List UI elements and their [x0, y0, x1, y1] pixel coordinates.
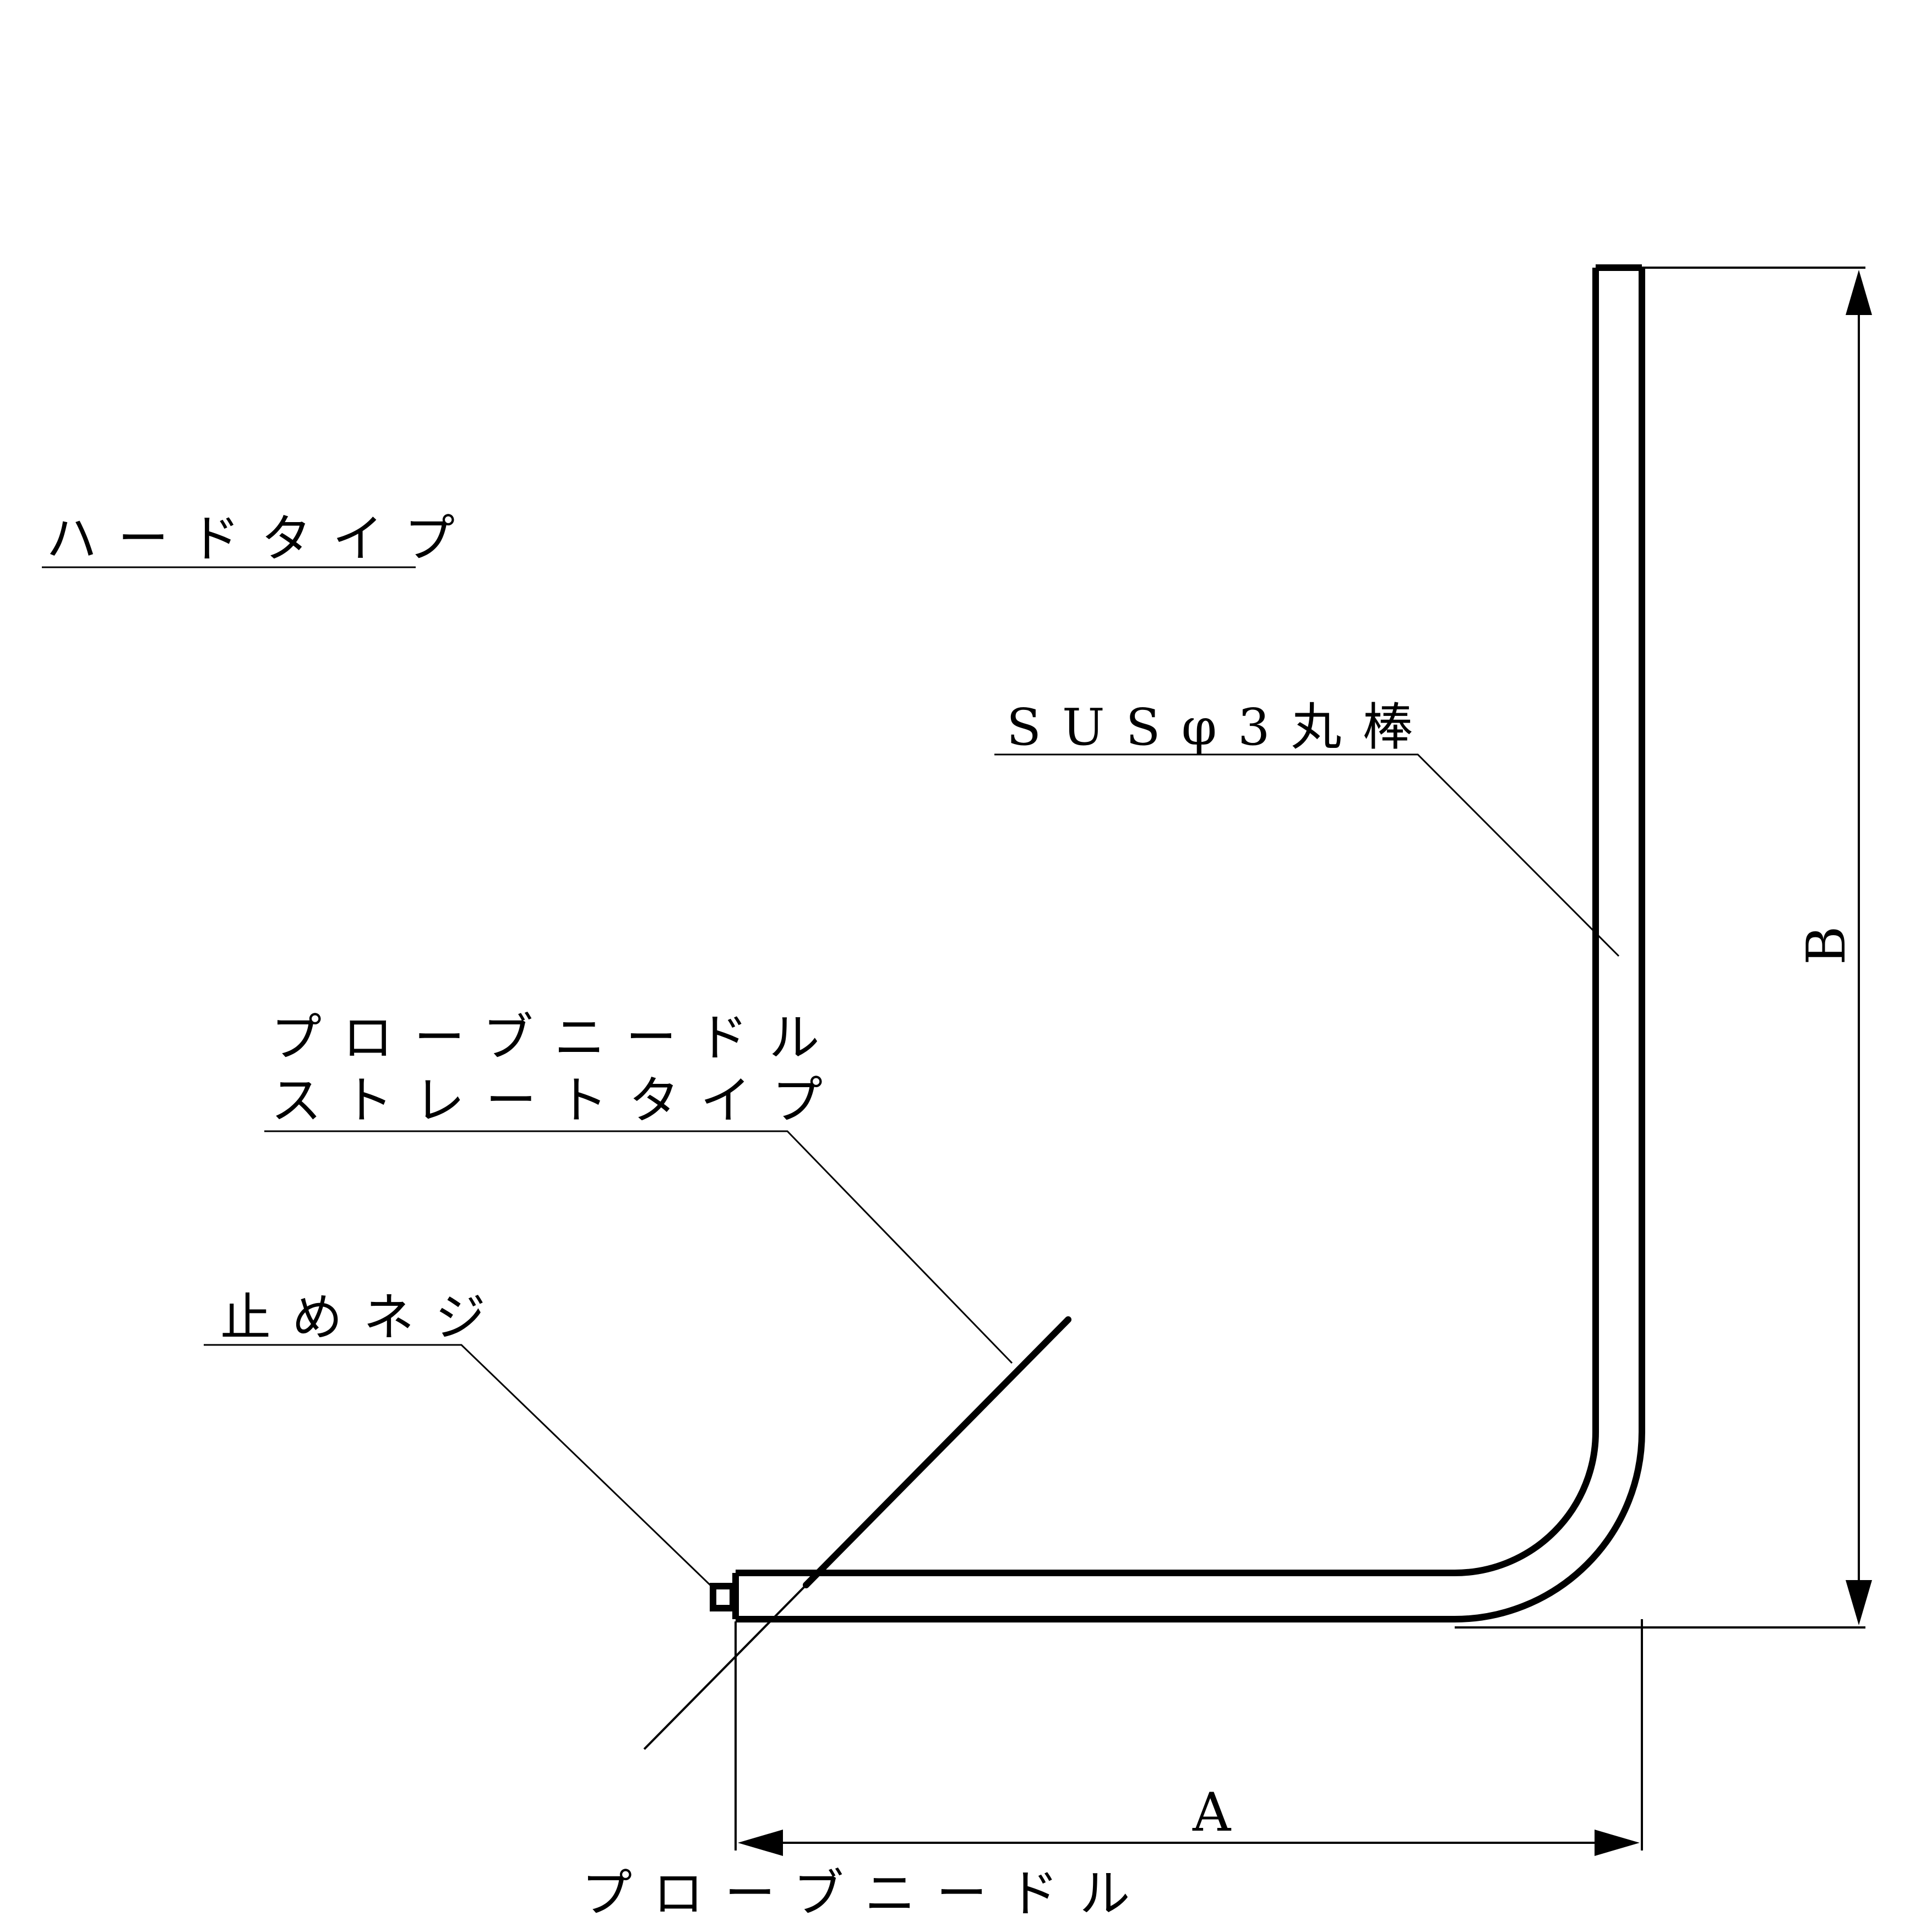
label-set-screw: 止めネジ	[220, 1288, 507, 1347]
leader-lines	[42, 566, 1620, 1589]
dimension-b	[1455, 267, 1872, 1629]
dim-b-arrow-bottom	[1846, 1580, 1872, 1625]
leader-sus-rod	[994, 753, 1620, 957]
label-sus-rod: SUSφ3丸棒	[1006, 698, 1434, 757]
dimension-a	[735, 1619, 1643, 1856]
dim-b-arrow-top	[1846, 270, 1872, 315]
label-probe-needle: プローブニードル	[581, 1864, 1151, 1923]
probe-needle-thin	[643, 1584, 807, 1750]
probe-needle-thick	[803, 1316, 1071, 1588]
label-dim-b: B	[1796, 926, 1857, 965]
label-probe-straight-line1: プローブニードル	[271, 1008, 840, 1067]
label-hard-type: ハードタイプ	[46, 509, 476, 568]
label-probe-straight-line2: ストレートタイプ	[271, 1071, 844, 1130]
label-dim-a: A	[1192, 1782, 1232, 1843]
dim-a-arrow-right	[1595, 1830, 1640, 1856]
rod-outer-outline	[736, 268, 1645, 1622]
leader-probe-straight	[264, 1130, 1013, 1364]
dim-a-arrow-left	[738, 1830, 783, 1856]
sus-rod	[732, 264, 1645, 1622]
leader-set-screw	[204, 1344, 715, 1589]
set-screw-shape	[710, 1583, 736, 1611]
rod-inner-outline	[736, 268, 1599, 1576]
